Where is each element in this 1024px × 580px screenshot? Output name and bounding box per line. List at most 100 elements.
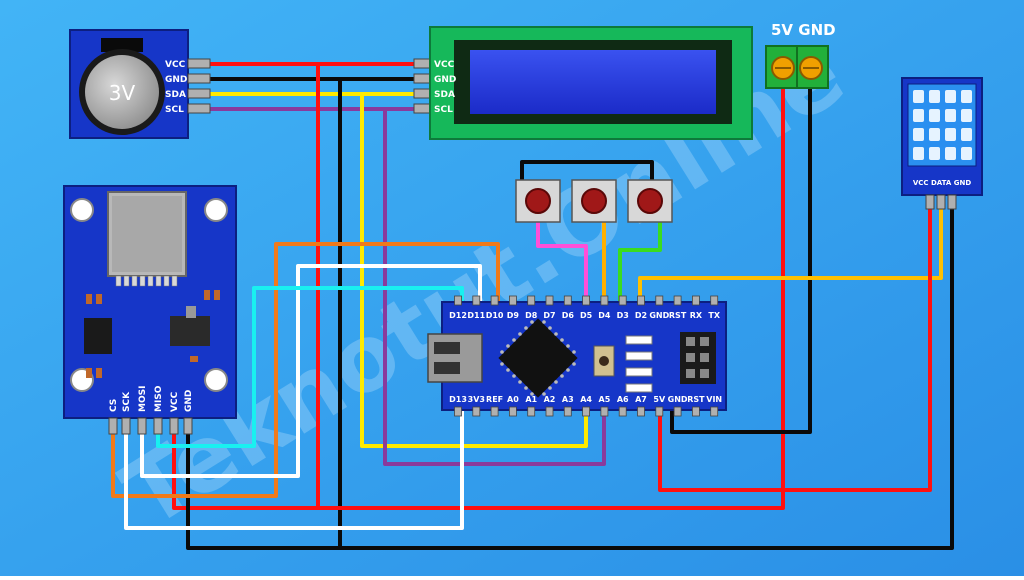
icsp-pin xyxy=(686,369,695,378)
push-button-2 xyxy=(571,179,617,223)
nano-top-header-pin xyxy=(710,295,719,306)
sd-header-pin xyxy=(108,417,118,435)
nano-pin-top-d4: D4 xyxy=(598,311,611,320)
nano-pin-bottom-rst: RST xyxy=(687,395,705,404)
rtc-pin-scl: SCL xyxy=(165,105,184,115)
nano-bottom-header-pin xyxy=(692,406,700,417)
wire-black-buttons xyxy=(520,160,654,184)
nano-top-headers xyxy=(454,295,719,306)
dht-sensor: VCC DATA GND xyxy=(901,77,983,210)
nano-pin-top-d10: D10 xyxy=(486,311,504,320)
nano-bottom-header-pin xyxy=(490,406,499,417)
lcd-pin-headers xyxy=(413,58,433,114)
sd-chip xyxy=(84,318,112,354)
sd-slot-pin xyxy=(171,275,178,287)
icsp-pin xyxy=(700,337,709,346)
nano-pin-bottom-a3: A3 xyxy=(562,395,574,404)
sd-slot-pin xyxy=(155,275,162,287)
dht-pins-label: VCC DATA GND xyxy=(913,179,972,187)
nano-pin-bottom-5v: 5V xyxy=(653,395,666,404)
rtc-pin-vcc: VCC xyxy=(165,60,186,70)
push-button-3 xyxy=(627,179,673,223)
dht-grille-hole xyxy=(913,128,924,141)
mcu-pin xyxy=(518,380,522,384)
nano-bottom-header-pin xyxy=(508,406,517,417)
nano-pin-top-d7: D7 xyxy=(543,311,555,320)
dht-grille-hole xyxy=(929,90,940,103)
sd-slot-pin xyxy=(115,275,122,287)
nano-pin-bottom-a4: A4 xyxy=(580,395,592,404)
wires xyxy=(111,62,954,550)
nano-pin-bottom-3v3: 3V3 xyxy=(468,395,485,404)
sd-slot-pin xyxy=(139,275,146,287)
icsp-pin xyxy=(700,369,709,378)
dht-grille-hole xyxy=(929,128,940,141)
wire-gold-dht-data xyxy=(638,206,943,304)
nano-icsp-header xyxy=(680,332,716,384)
dht-grille-hole xyxy=(945,109,956,122)
icsp-pin xyxy=(686,337,695,346)
mcu-pin xyxy=(560,338,564,342)
nano-pin-bottom-ref: REF xyxy=(486,395,503,404)
nano-pin-bottom-vin: VIN xyxy=(706,395,722,404)
rtc-module: 3V VCC GND SDA SCL xyxy=(69,29,211,139)
mcu-pin xyxy=(542,320,546,324)
nano-top-header-pin xyxy=(508,295,517,306)
dht-grille-hole xyxy=(945,128,956,141)
wire-black-gnd xyxy=(670,86,812,434)
dht-grille-hole xyxy=(961,147,972,160)
icsp-pin xyxy=(686,353,695,362)
wire-red-5v xyxy=(172,86,785,510)
nano-pin-top-d6: D6 xyxy=(562,311,575,320)
mcu-pin xyxy=(500,362,504,366)
nano-pin-top-d5: D5 xyxy=(580,311,593,320)
nano-top-header-pin xyxy=(637,295,645,306)
nano-pin-top-d9: D9 xyxy=(507,311,520,320)
push-buttons xyxy=(515,179,673,223)
nano-pin-bottom-a6: A6 xyxy=(617,395,629,404)
nano-bottom-header-pin xyxy=(472,406,481,417)
mcu-pin xyxy=(530,320,534,324)
rtc-pin-headers xyxy=(187,58,211,114)
sd-header-pin xyxy=(121,417,131,435)
sd-slot-pin xyxy=(147,275,154,287)
mcu-pin xyxy=(548,326,552,330)
dht-grille-hole xyxy=(961,128,972,141)
sd-pin-vcc: VCC xyxy=(170,391,180,412)
rtc-battery-holder xyxy=(101,38,143,52)
wire-yellow-bus xyxy=(360,92,588,448)
sd-header-pin xyxy=(183,417,193,435)
nano-bottom-header-pin xyxy=(563,406,572,417)
nano-top-header-pin xyxy=(618,295,627,306)
mcu-pin xyxy=(548,386,552,390)
sd-header-pin xyxy=(169,417,179,435)
nano-top-header-pin xyxy=(563,295,572,306)
wire-green-button3 xyxy=(618,220,662,304)
dht-grille-hole xyxy=(961,109,972,122)
nano-bottom-header-pin xyxy=(637,406,645,417)
nano-top-header-pin xyxy=(527,295,536,306)
nano-pin-top-d8: D8 xyxy=(525,311,538,320)
mcu-pin xyxy=(500,350,504,354)
mcu-pin xyxy=(524,326,528,330)
dht-grille-hole xyxy=(961,90,972,103)
dht-grille-holes xyxy=(913,90,972,160)
nano-top-header-pin xyxy=(655,295,664,306)
wire-white-sd-mosi xyxy=(140,264,482,478)
nano-board xyxy=(441,301,727,411)
nano-top-header-pin xyxy=(545,295,554,306)
nano-top-header-pin xyxy=(454,295,462,306)
sd-pin-gnd: GND xyxy=(184,390,194,412)
nano-pin-bottom-a1: A1 xyxy=(525,395,537,404)
nano-pin-top-gnd: GND xyxy=(649,311,669,320)
nano-mcu-chip xyxy=(498,318,578,398)
mcu-pin xyxy=(506,344,510,348)
dht-grille-hole xyxy=(913,90,924,103)
nano-top-header-pin xyxy=(692,295,700,306)
sd-slot-pin xyxy=(123,275,130,287)
